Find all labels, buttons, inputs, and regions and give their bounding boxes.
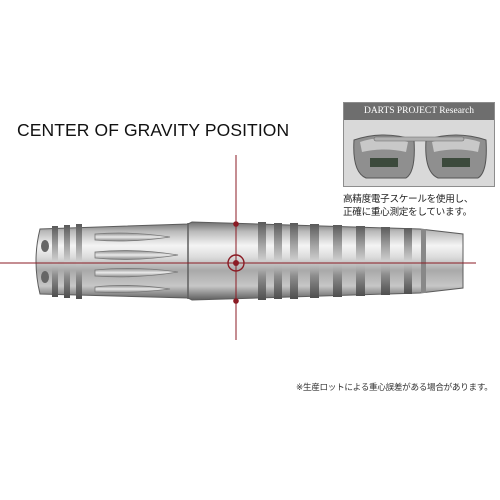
digital-scale-icon <box>344 120 494 186</box>
dart-barrel-image <box>35 221 464 301</box>
research-header: DARTS PROJECT Research <box>344 103 494 120</box>
research-note-line1: 高精度電子スケールを使用し、 <box>343 194 474 205</box>
center-of-gravity-marker <box>227 221 245 304</box>
research-panel: DARTS PROJECT Research <box>343 102 495 187</box>
page-title: CENTER OF GRAVITY POSITION <box>17 120 290 140</box>
footnote: ※生産ロットによる重心誤差がある場合があります。 <box>296 383 493 393</box>
research-note: 高精度電子スケールを使用し、 正確に重心測定をしています。 <box>343 193 500 219</box>
research-note-line2: 正確に重心測定をしています。 <box>343 207 472 218</box>
